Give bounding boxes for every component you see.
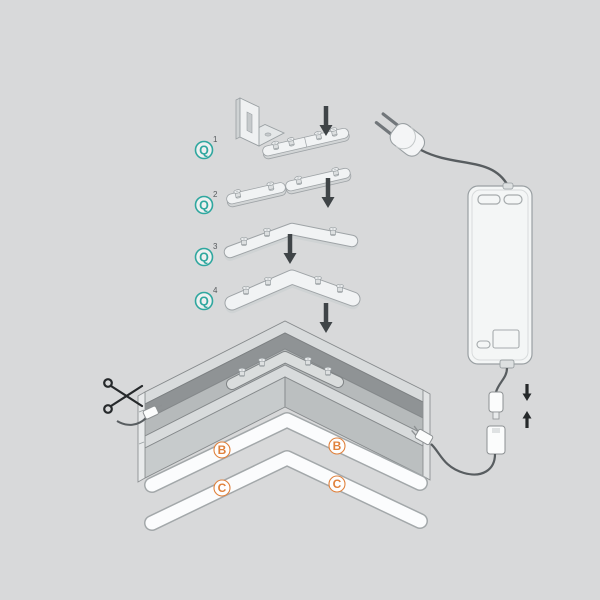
step-1-q: Q <box>199 144 209 158</box>
connect-down-arrow <box>520 382 534 403</box>
driver-cable-entry <box>502 182 514 190</box>
driver-cable-gland <box>499 359 515 369</box>
driver-output-cable <box>494 367 509 393</box>
step-3-q: Q <box>199 251 209 265</box>
step-4-q: Q <box>199 295 209 309</box>
step-2-q: Q <box>199 199 209 213</box>
corner-plate-part <box>224 269 361 314</box>
straight-connector-part-2a <box>226 180 287 208</box>
installed-corner-connector <box>226 351 344 390</box>
straight-connector-part-1 <box>262 126 350 160</box>
diffuser-strip-b <box>144 412 428 493</box>
step-icon-1: Q 1 <box>194 135 218 160</box>
svg-text:C: C <box>333 477 342 491</box>
profile-feed-cable <box>430 443 497 476</box>
inline-connector-male <box>488 391 504 420</box>
profile-input-plug <box>411 425 434 446</box>
scissors-icon <box>103 378 144 414</box>
corner-bracket-part <box>235 97 286 147</box>
svg-text:C: C <box>218 481 227 495</box>
driver-box <box>467 182 533 369</box>
label-c-left: C <box>213 479 231 497</box>
step-3-number: 3 <box>213 242 218 251</box>
corner-profile <box>137 320 431 483</box>
step-2-number: 2 <box>213 190 218 199</box>
step-icon-4: Q 4 <box>194 286 218 311</box>
inline-connector-female <box>486 425 506 455</box>
connect-up-arrow <box>520 409 534 430</box>
step-icon-2: Q 2 <box>194 190 218 215</box>
label-b-left: B <box>213 441 231 459</box>
straight-connector-part-2b <box>285 166 352 195</box>
step-1-number: 1 <box>213 135 218 144</box>
svg-text:B: B <box>333 439 342 453</box>
power-plug-icon <box>374 112 426 157</box>
step-icon-3: Q 3 <box>194 242 218 267</box>
svg-text:B: B <box>218 443 227 457</box>
profile-end-cap-left <box>137 391 146 483</box>
step-4-number: 4 <box>213 286 218 295</box>
cut-cable-plug <box>116 404 164 426</box>
diffuser-strip-c <box>144 450 428 531</box>
input-cable <box>420 148 510 187</box>
angled-connector-part <box>223 222 359 261</box>
down-arrow-4 <box>320 303 333 333</box>
label-b-right: B <box>328 437 346 455</box>
label-c-right: C <box>328 475 346 493</box>
